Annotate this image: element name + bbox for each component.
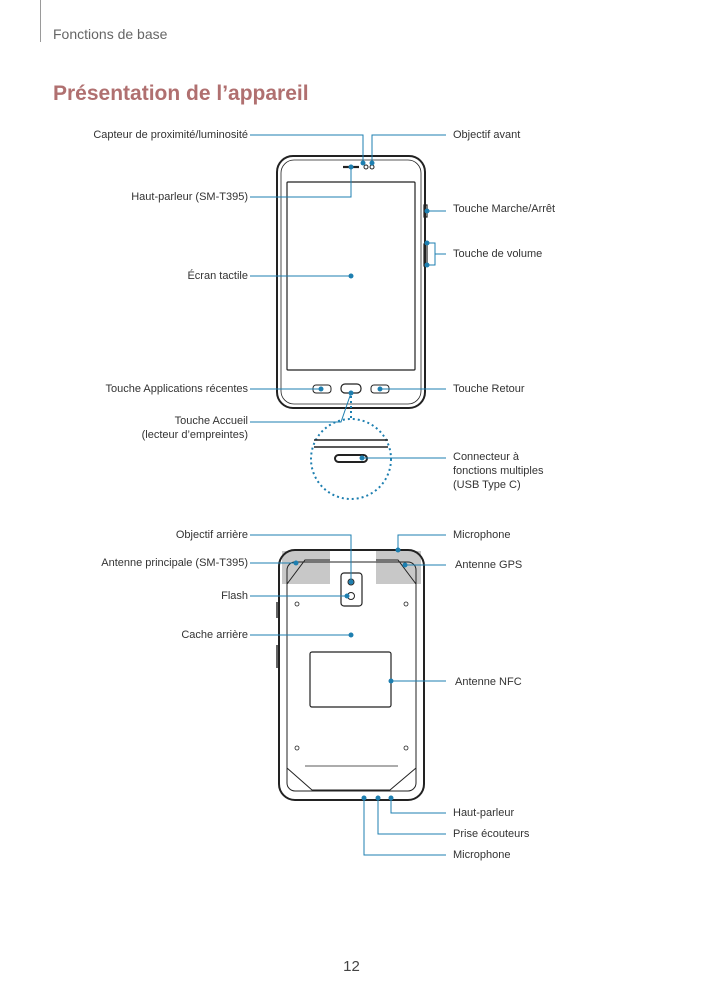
page-number: 12 [343, 958, 360, 975]
label-back-key: Touche Retour [453, 383, 525, 395]
label-speaker-bottom: Haut-parleur [453, 807, 515, 819]
label-connector-line3: (USB Type C) [453, 479, 521, 491]
label-microphone-top: Microphone [453, 529, 511, 541]
label-volume-key: Touche de volume [453, 248, 543, 260]
label-microphone-bottom: Microphone [453, 849, 511, 861]
label-speaker: Haut-parleur (SM-T395) [131, 191, 248, 203]
gps-antenna-area [376, 551, 421, 584]
main-antenna-area [282, 551, 330, 584]
label-rear-camera: Objectif arrière [175, 529, 248, 541]
front-inner-bezel [280, 159, 422, 405]
page-title: Présentation de l’appareil [53, 82, 309, 105]
label-connector-line2: fonctions multiples [453, 465, 544, 477]
label-home-key-line1: Touche Accueil [174, 415, 248, 427]
label-flash: Flash [221, 590, 248, 602]
label-proximity-sensor: Capteur de proximité/luminosité [93, 129, 248, 141]
connector-zoom [310, 396, 392, 500]
header-rule [40, 0, 41, 42]
back-device-illustration [276, 549, 425, 801]
proximity-sensor-dot [369, 164, 375, 170]
label-recent-apps: Touche Applications récentes [105, 383, 248, 395]
connector-zoom-detail [314, 439, 388, 463]
label-home-key: Touche Accueil (lecteur d’empreintes) [142, 414, 248, 442]
label-front-camera: Objectif avant [453, 129, 521, 141]
label-nfc-antenna: Antenne NFC [455, 676, 522, 688]
nfc-area [309, 651, 392, 708]
front-camera-dot [363, 164, 369, 170]
front-device-illustration [276, 155, 428, 409]
label-main-antenna: Antenne principale (SM-T395) [101, 557, 248, 569]
front-callout-dots [318, 160, 430, 461]
back-callout-lines [250, 534, 446, 856]
label-gps-antenna: Antenne GPS [455, 559, 523, 571]
label-back-cover: Cache arrière [181, 629, 248, 641]
front-callout-lines [250, 134, 446, 459]
back-body [278, 549, 425, 801]
label-power-key: Touche Marche/Arrêt [453, 203, 556, 215]
label-connector-line1: Connecteur à [453, 451, 520, 463]
label-connector: Connecteur à fonctions multiples (USB Ty… [453, 450, 544, 492]
back-callout-dots [293, 547, 408, 801]
label-touchscreen: Écran tactile [187, 270, 248, 282]
label-home-key-line2: (lecteur d’empreintes) [141, 429, 248, 441]
label-earphone-jack: Prise écouteurs [453, 828, 530, 840]
section-title: Fonctions de base [53, 26, 168, 42]
